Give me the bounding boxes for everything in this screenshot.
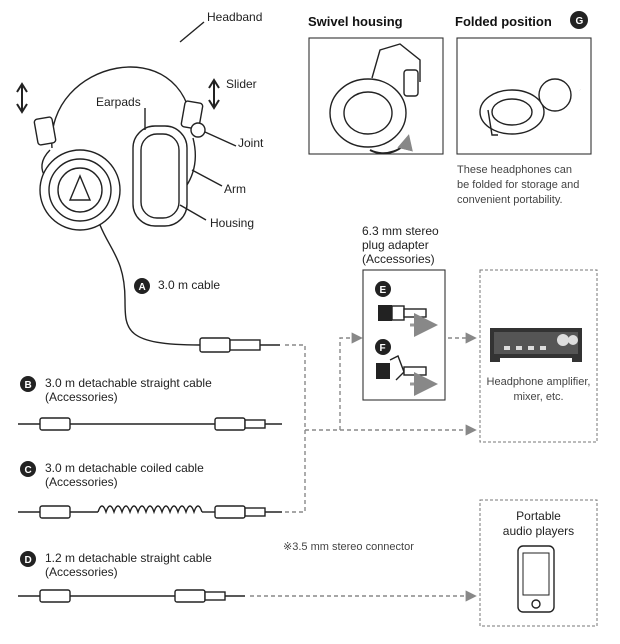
badge-f-text: F (380, 343, 386, 354)
earpads-label: Earpads (96, 95, 141, 109)
connector-note: ※3.5 mm stereo connector (283, 541, 414, 553)
connection-lines (250, 332, 477, 602)
badge-f-icon (375, 339, 391, 355)
folded-title: Folded position (455, 14, 552, 29)
cable-d-illustration (18, 589, 245, 603)
folded-caption-line-1: These headphones can (457, 164, 572, 176)
cable-c-illustration (18, 505, 282, 519)
badge-a-icon (134, 278, 150, 294)
cable-b-label-line-2: (Accessories) (45, 390, 118, 404)
folded-caption-line-2: be folded for storage and (457, 179, 579, 191)
arm-label: Arm (224, 182, 246, 196)
headband-label: Headband (207, 10, 262, 24)
folded-caption-line-3: convenient portability. (457, 194, 563, 206)
badge-e-text: E (380, 285, 387, 296)
amplifier-label-line-2: mixer, etc. (513, 391, 563, 403)
adapter-title-line-3: (Accessories) (362, 252, 435, 266)
adapter-title-line-2: plug adapter (362, 238, 429, 252)
cable-b-label-line-1: 3.0 m detachable straight cable (45, 376, 212, 390)
part-callouts (144, 21, 237, 221)
badge-a-text: A (139, 282, 146, 293)
badge-g-text: G (576, 16, 584, 27)
badge-g-icon (570, 11, 588, 29)
cable-d-label-line-2: (Accessories) (45, 565, 118, 579)
portable-label-line-2: audio players (503, 524, 574, 538)
housing-label: Housing (210, 216, 254, 230)
amplifier-label-line-1: Headphone amplifier, (487, 376, 591, 388)
cable-c-label-line-1: 3.0 m detachable coiled cable (45, 461, 204, 475)
amplifier-box (479, 269, 598, 443)
badge-b-text: B (25, 380, 32, 391)
badge-d-icon (20, 551, 36, 567)
adapter-box: E F (362, 269, 446, 401)
swivel-housing-illustration (308, 37, 444, 155)
joint-label: Joint (238, 136, 264, 150)
cable-b-illustration (18, 417, 282, 431)
slider-label: Slider (226, 77, 257, 91)
badge-c-icon (20, 461, 36, 477)
badge-d-text: D (25, 555, 32, 566)
portable-player-box (479, 499, 598, 627)
folded-headphones-illustration (456, 37, 592, 155)
cable-d-label-line-1: 1.2 m detachable straight cable (45, 551, 212, 565)
cable-a-label: 3.0 m cable (158, 278, 220, 292)
adapter-title-line-1: 6.3 mm stereo (362, 224, 439, 238)
badge-b-icon (20, 376, 36, 392)
badge-c-text: C (25, 465, 32, 476)
cable-c-label-line-2: (Accessories) (45, 475, 118, 489)
swivel-title: Swivel housing (308, 14, 403, 29)
portable-label-line-1: Portable (516, 509, 561, 523)
headphones-illustration (16, 45, 280, 353)
badge-e-icon (375, 281, 391, 297)
